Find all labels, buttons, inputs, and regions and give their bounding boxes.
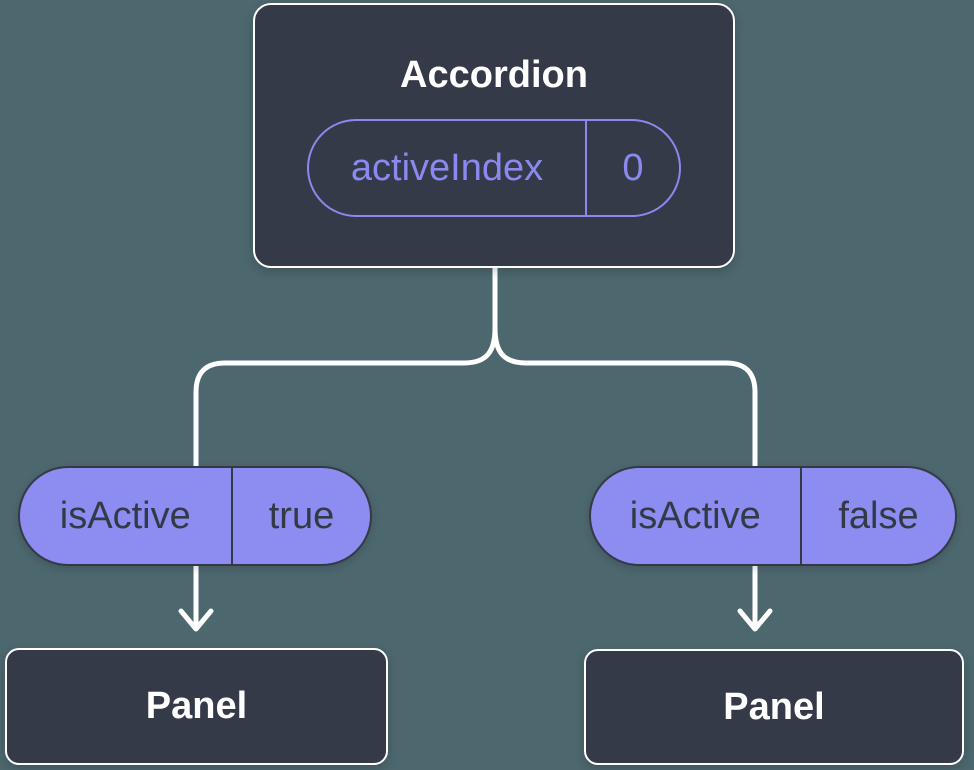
state-name: activeIndex <box>350 146 544 189</box>
prop-pill-divider <box>799 468 802 564</box>
accordion-node-title: Accordion <box>400 54 588 96</box>
branch-left-line <box>193 325 498 470</box>
panel-node-title: Panel <box>145 685 248 727</box>
accordion-node: Accordion activeIndex 0 <box>253 3 735 268</box>
panel-node-title: Panel <box>723 685 825 728</box>
prop-pill-right: isActive false <box>589 466 957 566</box>
prop-name: isActive <box>59 494 191 537</box>
prop-name: isActive <box>629 494 761 537</box>
prop-value: true <box>268 494 335 537</box>
prop-value: false <box>838 494 919 537</box>
branch-right-line <box>492 325 758 470</box>
prop-pill-divider <box>230 468 233 564</box>
panel-node-right: Panel <box>584 649 964 765</box>
state-pill: activeIndex 0 <box>307 119 681 217</box>
arrow-down-right-icon <box>737 563 773 632</box>
state-pill-divider <box>585 121 587 215</box>
prop-pill-left: isActive true <box>18 466 372 566</box>
state-value: 0 <box>622 146 644 189</box>
panel-node-left: Panel <box>5 648 388 765</box>
arrow-down-left-icon <box>178 563 214 632</box>
